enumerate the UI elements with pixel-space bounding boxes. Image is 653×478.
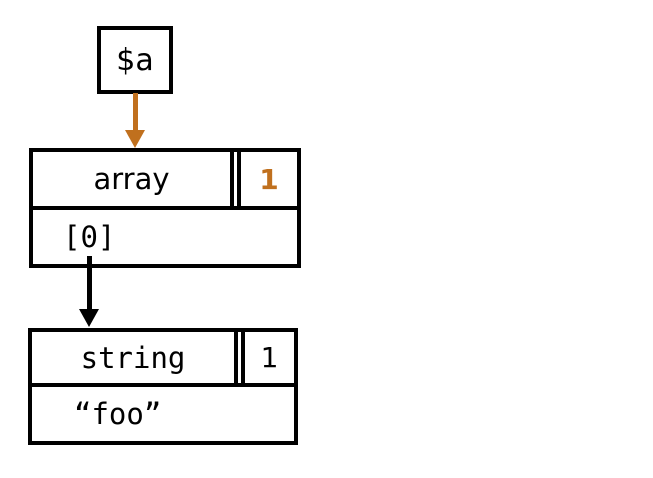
string-value-label: “foo” — [74, 397, 162, 431]
variable-label: $a — [116, 42, 154, 78]
variable-box: $a — [97, 26, 173, 94]
string-value-row: “foo” — [32, 387, 294, 441]
array-entry-row: [0] — [33, 210, 297, 264]
string-refcount-cell: 1 — [241, 332, 294, 383]
array-zval-box: array 1 [0] — [29, 148, 301, 268]
arrow-entry-to-string-shaft — [87, 256, 92, 311]
array-type-label: array — [93, 162, 170, 196]
string-type-label: string — [80, 340, 186, 375]
string-zval-header-row: string 1 — [32, 332, 294, 387]
arrow-var-to-array-shaft — [133, 93, 138, 132]
cell-divider-gap — [238, 332, 241, 383]
array-refcount-value: 1 — [259, 162, 279, 196]
string-type-cell: string — [32, 332, 238, 383]
array-entry-label: [0] — [63, 220, 116, 254]
string-zval-box: string 1 “foo” — [28, 328, 298, 445]
arrow-entry-to-string-head-icon — [79, 309, 99, 327]
array-refcount-cell: 1 — [237, 152, 297, 206]
cell-divider-gap — [234, 152, 237, 206]
array-zval-header-row: array 1 — [33, 152, 297, 210]
array-type-cell: array — [33, 152, 234, 206]
string-refcount-value: 1 — [260, 341, 279, 374]
arrow-var-to-array-head-icon — [125, 130, 145, 148]
